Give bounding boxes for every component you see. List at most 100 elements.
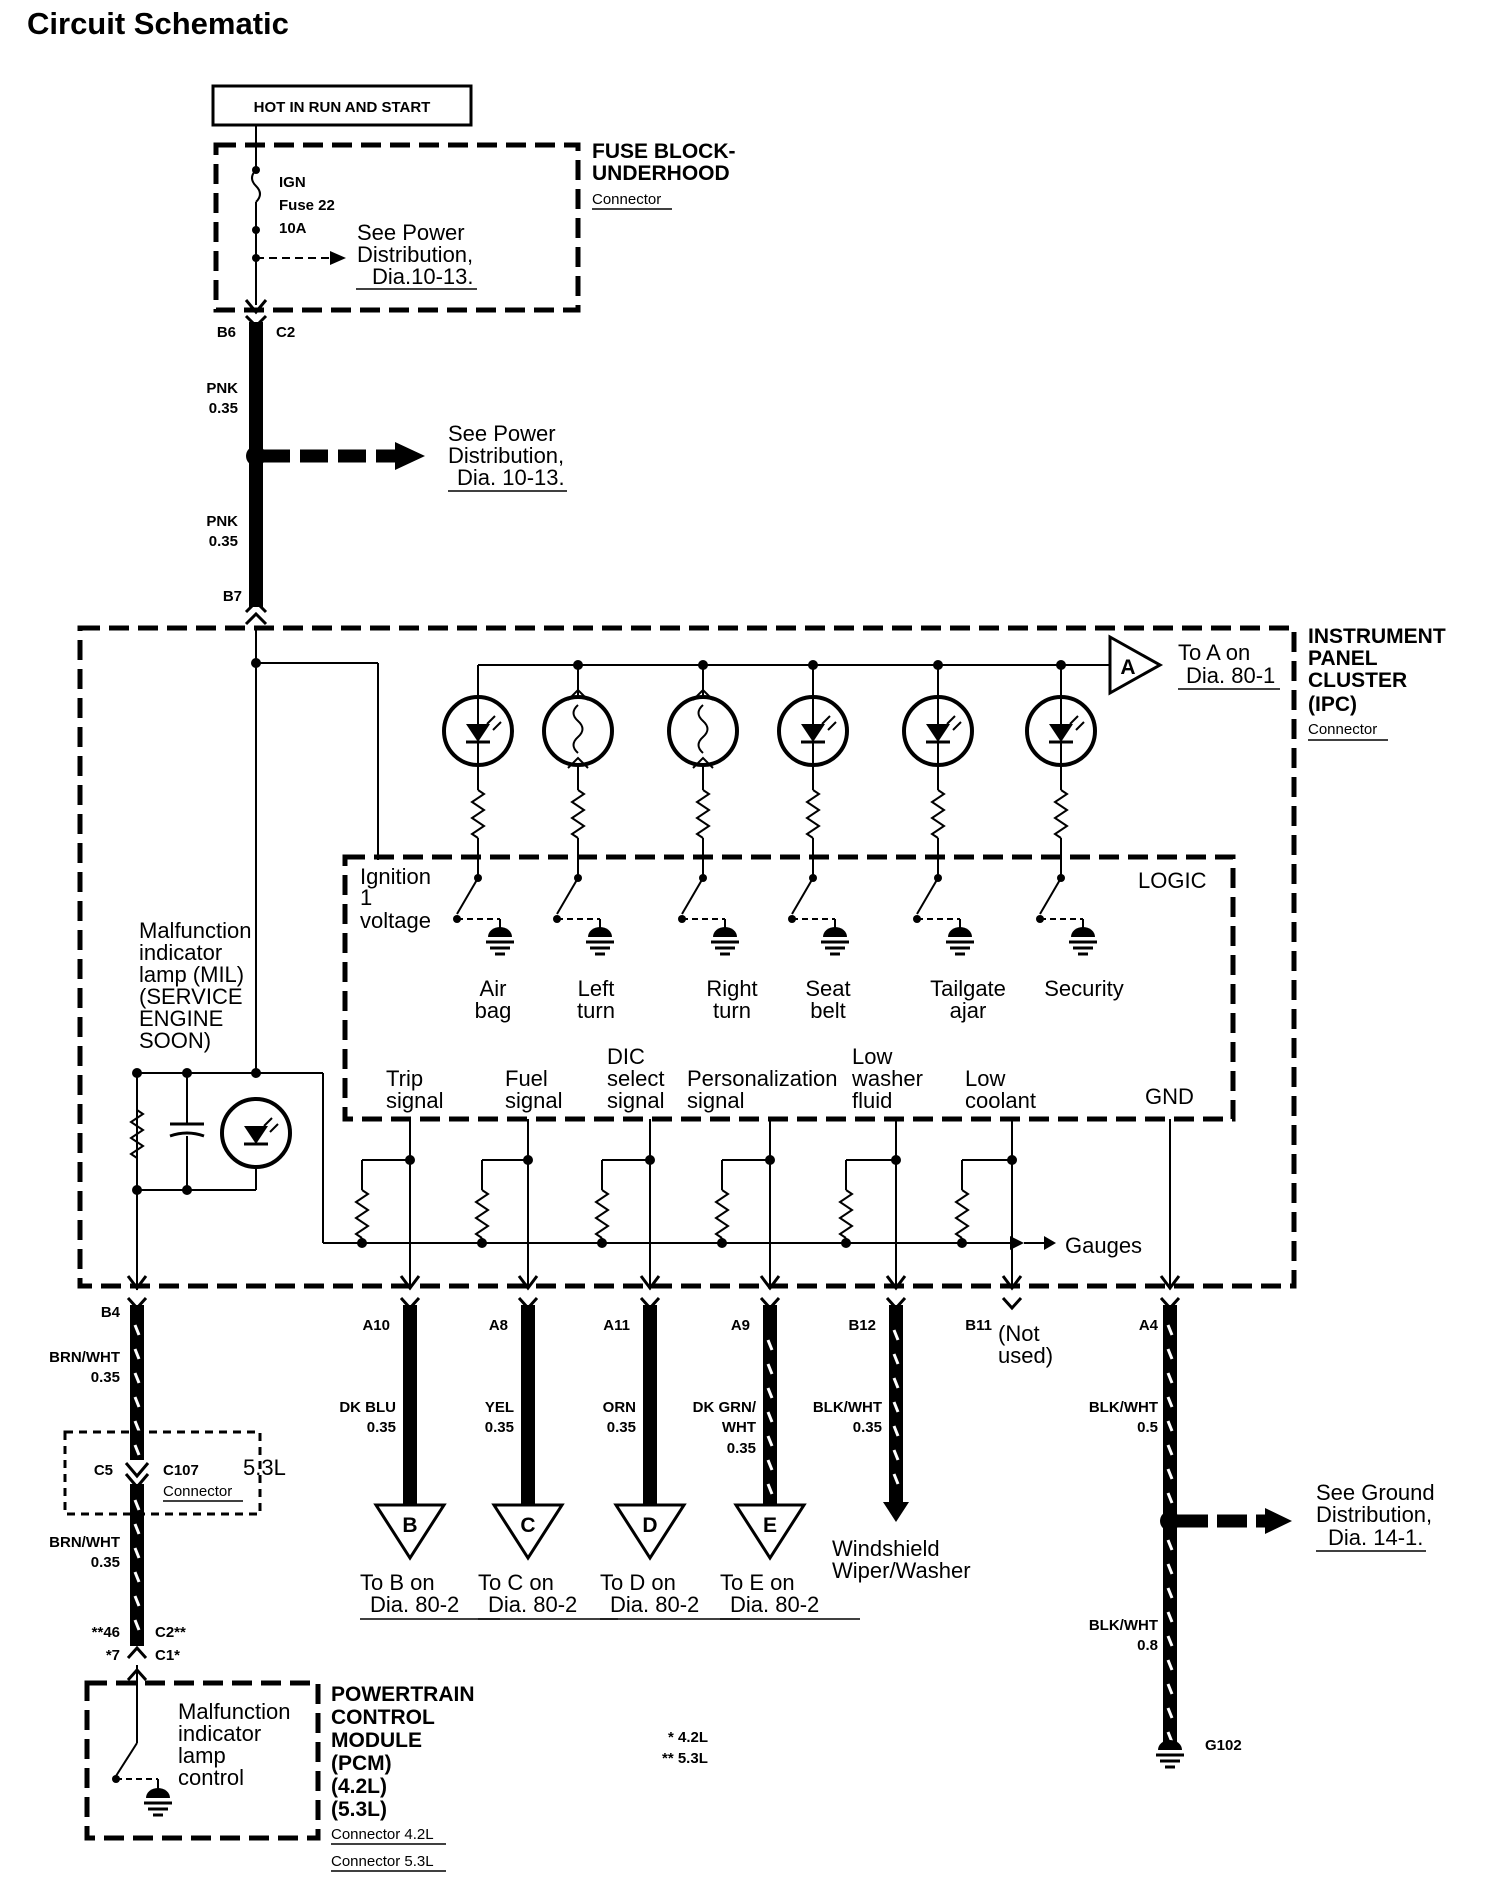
signal-label-line3: signal — [386, 1088, 443, 1113]
washer-label-line1: Windshield — [832, 1536, 940, 1561]
fuse-block-connector: Connector — [592, 191, 661, 208]
lamp-label-line2: bag — [475, 998, 512, 1023]
fuse-label-rating: 10A — [279, 220, 307, 237]
pcm-mil-label3: lamp — [178, 1743, 226, 1768]
fuse-ref-line3: Dia.10-13. — [372, 264, 474, 289]
fuse-label-number: Fuse 22 — [279, 197, 335, 214]
gauges-label: Gauges — [1065, 1233, 1142, 1258]
signal-label-line3: coolant — [965, 1088, 1036, 1113]
lamp-resistor-icon — [695, 789, 711, 839]
logic-switch — [791, 877, 814, 915]
mil-control-switch — [115, 1742, 138, 1777]
offpage-letter: B — [402, 1514, 417, 1537]
ground-icon — [711, 927, 739, 956]
pin-c2: C2 — [276, 324, 295, 341]
to-label-line1: To D on — [600, 1570, 676, 1595]
ground-icon — [144, 1788, 172, 1817]
pcm-pin-46: **46 — [92, 1624, 120, 1641]
signal-label-line3: signal — [687, 1088, 744, 1113]
ground-splice-node — [1160, 1511, 1180, 1531]
pullup-resistor-icon — [954, 1189, 970, 1239]
pcm-conn-c2: C2** — [155, 1624, 186, 1641]
pin-b7: B7 — [223, 588, 242, 605]
arrow-right-icon — [395, 442, 425, 470]
logic-switch — [556, 877, 579, 915]
c107-connector-label: Connector — [163, 1483, 232, 1500]
wire-color-washer: BLK/WHT — [813, 1399, 882, 1416]
signal-label-line3: signal — [505, 1088, 562, 1113]
wire-color-label: DK GRN/ — [693, 1399, 757, 1416]
lamp-label-line2: ajar — [950, 998, 987, 1023]
pnk-ref-line1: See Power — [448, 421, 556, 446]
wire-color-pnk-1: PNK — [206, 380, 238, 397]
washer-label-line2: Wiper/Washer — [832, 1558, 971, 1583]
pin-a4: A4 — [1139, 1317, 1159, 1334]
pullup-resistor-icon — [714, 1189, 730, 1239]
lamp-resistor-icon — [805, 789, 821, 839]
ipc-name3: CLUSTER — [1308, 669, 1407, 692]
logic-switch — [456, 877, 479, 915]
ground-icon — [946, 927, 974, 956]
wire-gauge-gnd-2: 0.8 — [1137, 1637, 1158, 1654]
lamp-label-line1: Tailgate — [930, 976, 1006, 1001]
signal-label-line2: Low — [965, 1066, 1005, 1091]
signal-label-line3: fluid — [852, 1088, 892, 1113]
offpage-a-triangle — [1108, 634, 1164, 696]
fuse-22-icon — [251, 169, 261, 203]
led-lamp-icon — [1025, 695, 1097, 767]
pullup-resistor-icon — [354, 1189, 370, 1239]
pcm-mil-label4: control — [178, 1765, 244, 1790]
wire-gauge-gnd-1: 0.5 — [1137, 1419, 1158, 1436]
mil-label2: indicator — [139, 940, 222, 965]
signal-label-line3: signal — [607, 1088, 664, 1113]
ignition-label1: Ignition — [360, 864, 431, 889]
pnk-ref-line3: Dia. 10-13. — [457, 465, 565, 490]
ipc-outline — [77, 625, 1297, 1289]
wire-gauge-pnk-2: 0.35 — [209, 533, 238, 550]
ground-ref-line3: Dia. 14-1. — [1328, 1525, 1423, 1550]
fuse-label-ign: IGN — [279, 174, 306, 191]
c5-label: C5 — [94, 1462, 113, 1479]
b11-note-line1: (Not — [998, 1321, 1040, 1346]
ignition-label3: voltage — [360, 908, 431, 933]
led-lamp-icon — [777, 695, 849, 767]
pcm-mil-label2: indicator — [178, 1721, 261, 1746]
mil-resistor-icon — [129, 1109, 145, 1159]
wire-gauge-label: 0.35 — [367, 1419, 396, 1436]
footnote-42l: * 4.2L — [668, 1729, 708, 1746]
pcm-name4: (PCM) — [331, 1752, 392, 1775]
pcm-pin-7: *7 — [106, 1647, 120, 1664]
wire-color-label: ORN — [603, 1399, 636, 1416]
arrow-right-icon — [330, 251, 346, 265]
footnote-53l: ** 5.3L — [662, 1750, 708, 1767]
offpage-triangle — [613, 1503, 687, 1561]
wire-color-label2: WHT — [722, 1419, 756, 1436]
led-lamp-icon — [902, 695, 974, 767]
to-label-line1: To B on — [360, 1570, 435, 1595]
offpage-a-letter: A — [1120, 656, 1135, 679]
to-label-line2: Dia. 80-2 — [488, 1592, 577, 1617]
pin-b6: B6 — [217, 324, 236, 341]
pcm-name5: (4.2L) — [331, 1775, 387, 1798]
offpage-letter: C — [520, 1514, 535, 1537]
wire-color-gnd-1: BLK/WHT — [1089, 1399, 1158, 1416]
wire-gauge-pnk-1: 0.35 — [209, 400, 238, 417]
signal-label-line2: select — [607, 1066, 664, 1091]
lamp-resistor-icon — [570, 789, 586, 839]
ground-ref-line1: See Ground — [1316, 1480, 1435, 1505]
c107-label: C107 — [163, 1462, 199, 1479]
pin-b11: B11 — [965, 1317, 992, 1334]
ground-icon — [486, 927, 514, 956]
offpage-letter: D — [642, 1514, 657, 1537]
signal-label-line2: washer — [851, 1066, 923, 1091]
signal-label-line2: Fuel — [505, 1066, 548, 1091]
